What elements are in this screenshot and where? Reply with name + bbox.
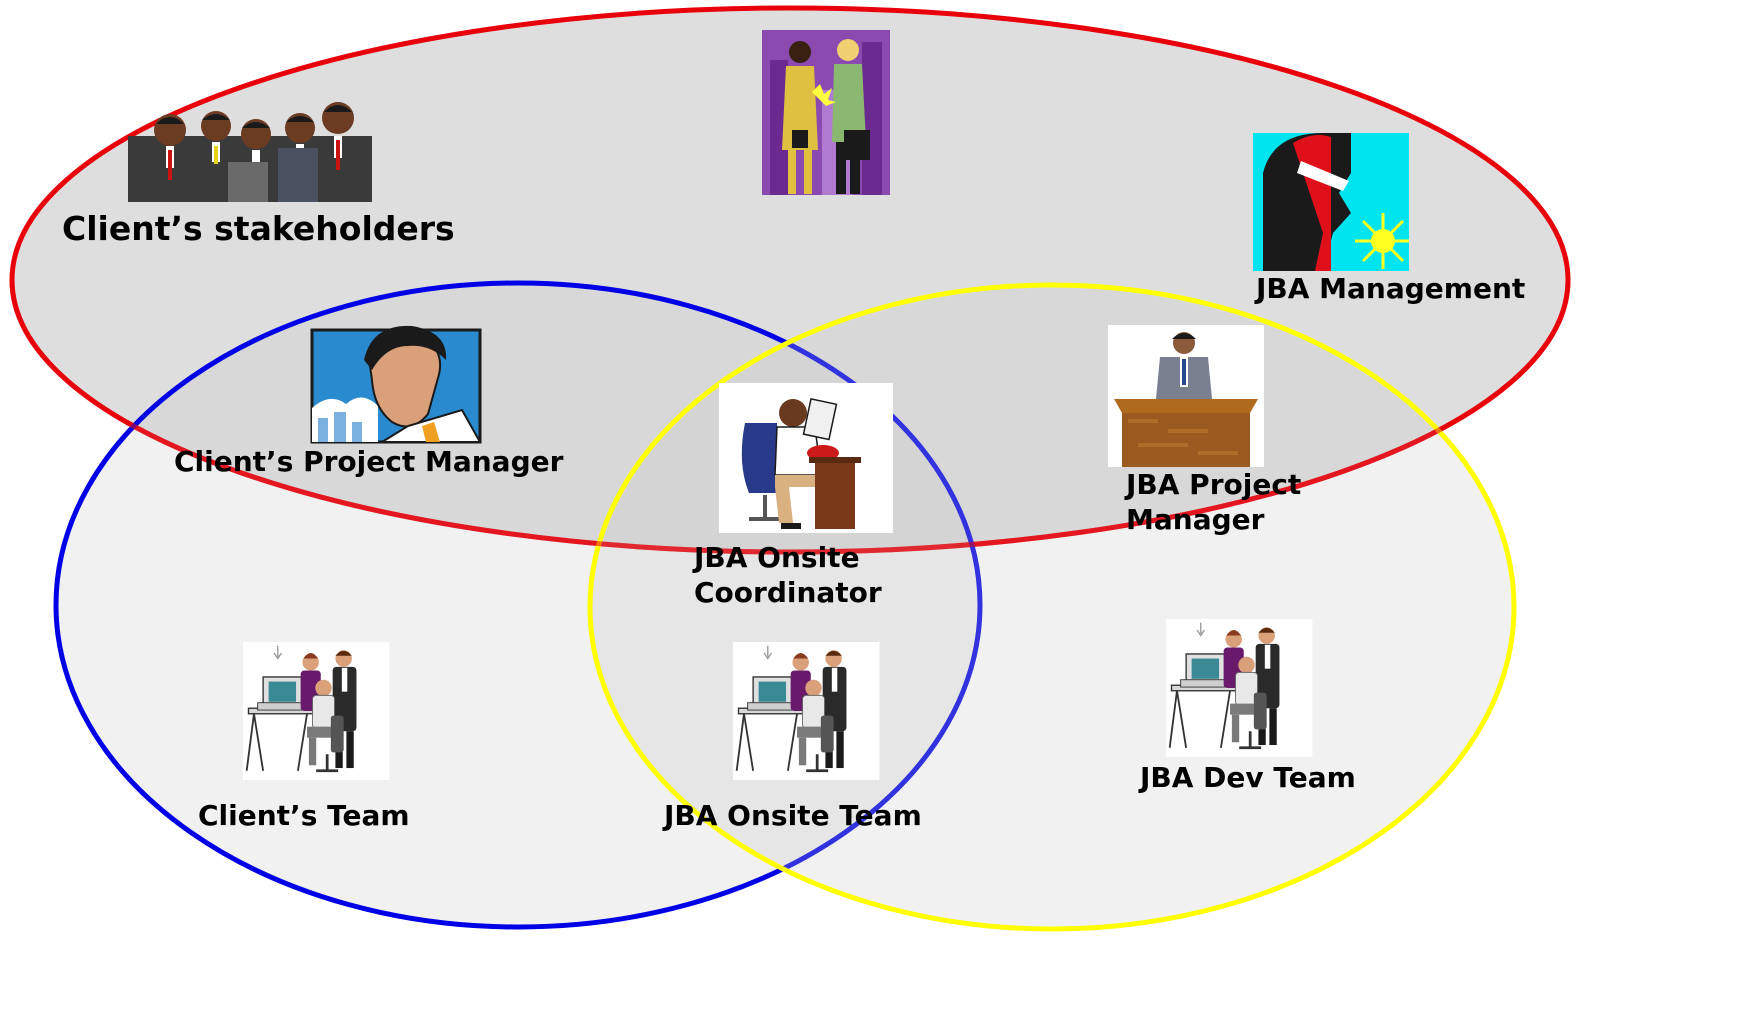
- man-on-phone-icon: [719, 383, 893, 533]
- jba-project-manager-line2: Manager: [1126, 503, 1265, 536]
- businessman-portrait-icon: [310, 325, 482, 444]
- clients-project-manager-label: Client’s Project Manager: [174, 445, 564, 478]
- jba-onsite-coordinator-line1: JBA Onsite: [694, 541, 860, 574]
- onsite-team-icon: [731, 640, 881, 782]
- jba-onsite-coordinator-label: JBA Onsite Coordinator: [694, 540, 882, 610]
- visionary-profile-icon: [1253, 133, 1409, 271]
- jba-dev-team-label: JBA Dev Team: [1140, 761, 1356, 794]
- man-at-desk-icon: [1108, 325, 1264, 467]
- clients-stakeholders-label: Client’s stakeholders: [62, 209, 455, 248]
- clients-team-label: Client’s Team: [198, 799, 410, 832]
- dev-team-icon: [1164, 617, 1314, 759]
- group-of-businessmen-icon: [128, 102, 372, 202]
- jba-onsite-coordinator-line2: Coordinator: [694, 576, 882, 609]
- jba-onsite-team-label: JBA Onsite Team: [664, 799, 922, 832]
- jba-project-manager-line1: JBA Project: [1126, 468, 1302, 501]
- jba-project-manager-label: JBA Project Manager: [1126, 467, 1301, 537]
- businesswomen-handshake-icon: [762, 30, 890, 195]
- jba-management-label: JBA Management: [1256, 272, 1526, 305]
- client-team-icon: [241, 640, 391, 782]
